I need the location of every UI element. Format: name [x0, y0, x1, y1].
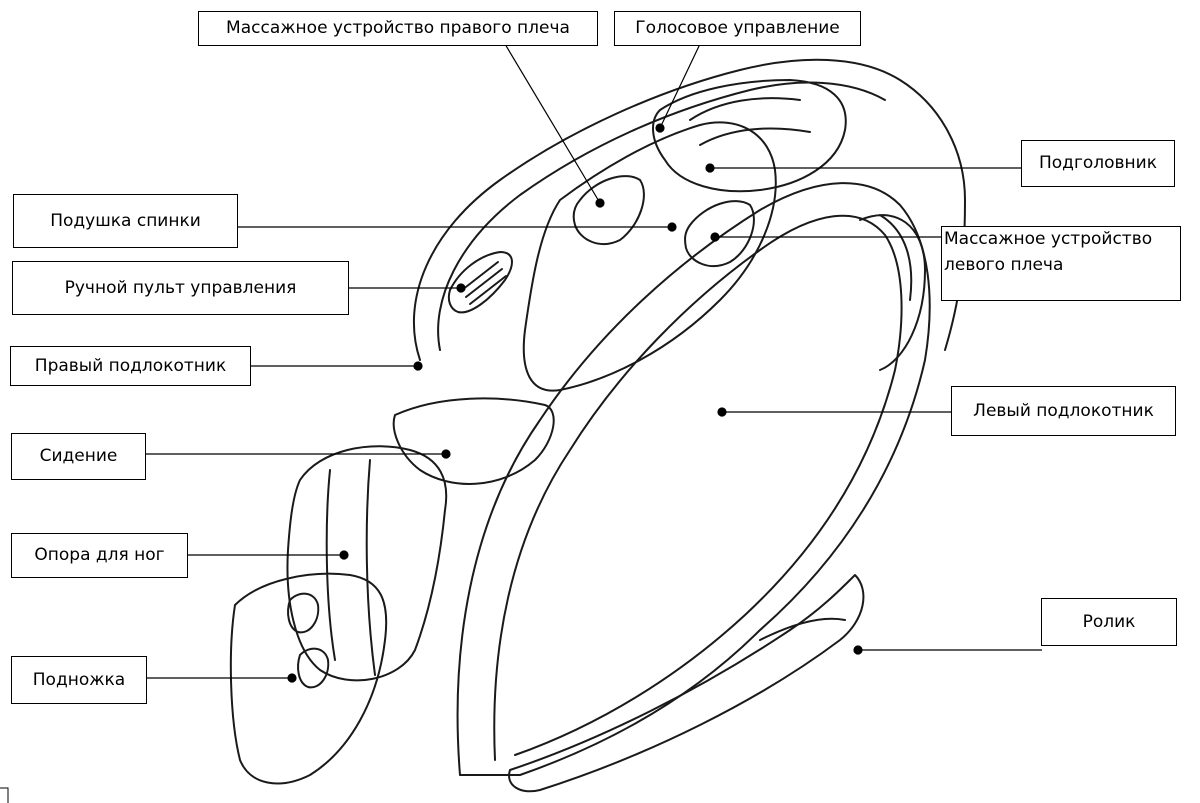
label-left-shoulder-line1: Массажное устройство — [944, 227, 1152, 253]
label-back-cushion: Подушка спинки — [13, 194, 238, 248]
label-leg-support: Опора для ног — [11, 533, 188, 578]
label-roller: Ролик — [1041, 598, 1177, 646]
label-seat: Сидение — [11, 433, 146, 480]
label-right-armrest: Правый подлокотник — [10, 346, 251, 386]
label-voice-control: Голосовое управление — [614, 11, 861, 46]
label-footrest: Подножка — [11, 656, 147, 704]
label-left-armrest: Левый подлокотник — [951, 386, 1176, 436]
label-headrest: Подголовник — [1021, 140, 1175, 187]
label-left-shoulder-massager: Массажное устройство левого плеча — [941, 226, 1181, 301]
label-right-shoulder-massager: Массажное устройство правого плеча — [198, 11, 598, 46]
label-hand-remote: Ручной пульт управления — [12, 261, 349, 315]
label-left-shoulder-line2: левого плеча — [944, 253, 1063, 279]
